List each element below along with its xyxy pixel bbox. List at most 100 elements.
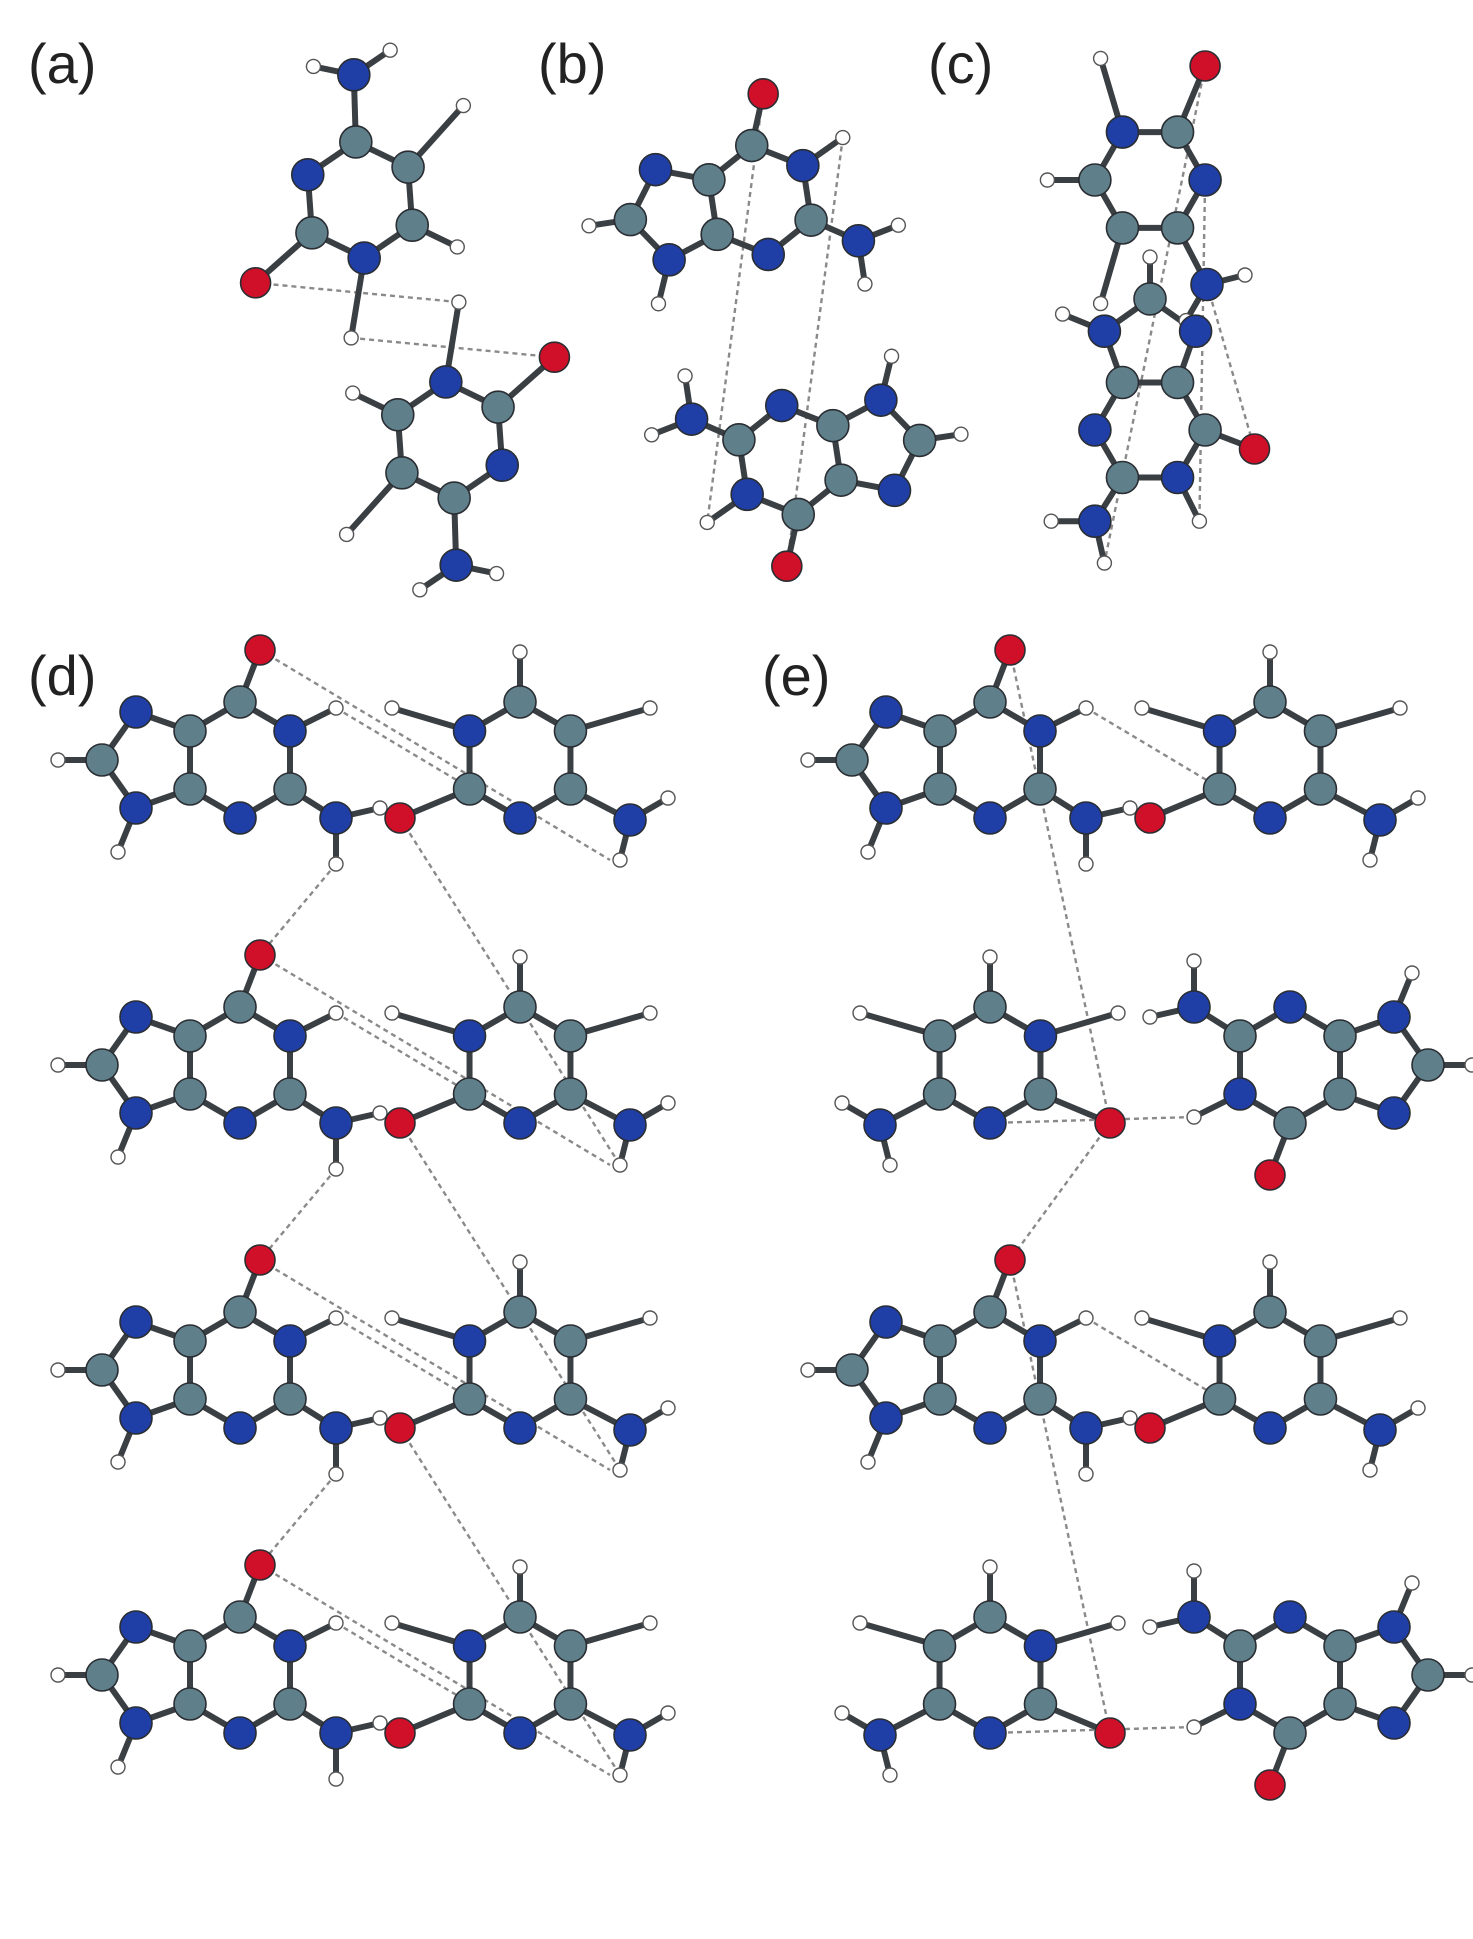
hydrogen-atom (1362, 852, 1378, 868)
hydrogen-atom (852, 1615, 868, 1631)
carbon-atom (503, 990, 537, 1024)
hydrogen-atom (1464, 1057, 1473, 1073)
nitrogen-atom (751, 237, 786, 272)
hydrogen-atom (1054, 306, 1071, 322)
oxygen-atom (1238, 433, 1271, 465)
carbon-atom (692, 163, 726, 197)
carbon-atom (553, 1324, 588, 1358)
hydrogen-atom (699, 514, 715, 531)
carbon-atom (503, 1600, 537, 1634)
hydrogen-atom (1186, 1563, 1202, 1579)
nitrogen-atom (1078, 413, 1112, 447)
nitrogen-atom (429, 365, 463, 399)
nitrogen-atom (347, 241, 381, 275)
hydrogen-atom (852, 1005, 868, 1021)
hydrogen-atom (1237, 267, 1253, 283)
hydrogen-atom (1410, 790, 1426, 806)
nitrogen-atom (841, 224, 876, 258)
nitrogen-atom (119, 1305, 153, 1339)
hydrogen-bond (1205, 284, 1256, 450)
nitrogen-atom (730, 477, 764, 512)
hydrogen-bond (259, 1258, 611, 1472)
hydrogen-atom (1404, 965, 1420, 981)
carbon-atom (1160, 365, 1195, 400)
hydrogen-atom (883, 348, 900, 364)
oxygen-atom (994, 1244, 1026, 1276)
nitrogen-atom (1188, 163, 1222, 197)
hydrogen-bond (706, 93, 765, 523)
carbon-atom (922, 1077, 957, 1111)
hydrogen-atom (860, 1454, 876, 1470)
carbon-atom (223, 1600, 257, 1634)
carbon-atom (173, 1687, 207, 1721)
hydrogen-atom (660, 1400, 676, 1416)
hydrogen-atom (328, 1615, 344, 1631)
nitrogen-atom (1178, 314, 1213, 349)
nitrogen-atom (319, 1106, 353, 1140)
hydrogen-atom (882, 1767, 898, 1783)
nitrogen-atom (973, 1106, 1007, 1140)
nitrogen-atom (273, 714, 307, 748)
nitrogen-atom (1177, 1600, 1211, 1634)
nitrogen-atom (1160, 460, 1195, 495)
hydrogen-atom (1142, 1009, 1158, 1025)
hydrogen-atom (1043, 513, 1059, 529)
carbon-atom (973, 990, 1007, 1024)
hydrogen-atom (982, 949, 998, 965)
carbon-atom (223, 1295, 257, 1329)
nitrogen-atom (786, 148, 820, 183)
hydrogen-atom (612, 1767, 628, 1783)
nitrogen-atom (1377, 1000, 1411, 1034)
hydrogen-atom (1078, 1466, 1094, 1482)
carbon-atom (452, 1687, 487, 1721)
carbon-atom (339, 125, 373, 159)
hydrogen-atom (384, 1005, 400, 1021)
hydrogen-atom (642, 700, 658, 716)
hydrogen-atom (345, 385, 361, 401)
hydrogen-atom (1142, 1619, 1158, 1635)
hydrogen-atom (372, 800, 388, 816)
nitrogen-atom (1023, 1019, 1058, 1053)
carbon-atom (1133, 282, 1167, 316)
hydrogen-atom (50, 1667, 66, 1683)
hydrogen-atom (677, 368, 693, 384)
carbon-atom (503, 1295, 537, 1329)
carbon-atom (794, 203, 828, 237)
carbon-atom (85, 743, 119, 777)
carbon-atom (1411, 1048, 1445, 1082)
hydrogen-atom (581, 218, 597, 234)
bond-layer (55, 47, 1473, 1788)
oxygen-atom (244, 1244, 276, 1276)
hydrogen-atom (1186, 1109, 1202, 1125)
carbon-atom (395, 208, 430, 243)
hydrogen-atom (1186, 1719, 1202, 1735)
hydrogen-atom (642, 1005, 658, 1021)
carbon-atom (816, 408, 850, 443)
oxygen-atom (994, 634, 1026, 666)
hydrogen-atom (1392, 1310, 1408, 1326)
hydrogen-atom (50, 752, 66, 768)
panel-label-e: (e) (762, 644, 831, 707)
carbon-atom (85, 1658, 119, 1692)
carbon-atom (922, 1687, 957, 1721)
carbon-atom (553, 1382, 588, 1416)
carbon-atom (503, 685, 537, 719)
nitrogen-atom (1023, 714, 1057, 748)
hydrogen-atom (110, 1759, 126, 1775)
hydrogen-atom (660, 1705, 676, 1721)
nitrogen-atom (439, 548, 473, 582)
hydrogen-bond (398, 1427, 622, 1776)
nitrogen-atom (1202, 1324, 1237, 1358)
nitrogen-atom (452, 1629, 487, 1663)
nitrogen-atom (973, 1716, 1007, 1750)
carbon-atom (385, 456, 419, 490)
hydrogen-atom (1122, 800, 1138, 816)
nitrogen-atom (1069, 801, 1103, 835)
hydrogen-atom (449, 239, 465, 255)
carbon-atom (922, 1019, 957, 1053)
hydrogen-atom (890, 217, 907, 233)
carbon-atom (553, 772, 588, 806)
hydrogen-atom (643, 427, 660, 443)
hydrogen-atom (512, 949, 528, 965)
nitrogen-atom (613, 803, 647, 837)
